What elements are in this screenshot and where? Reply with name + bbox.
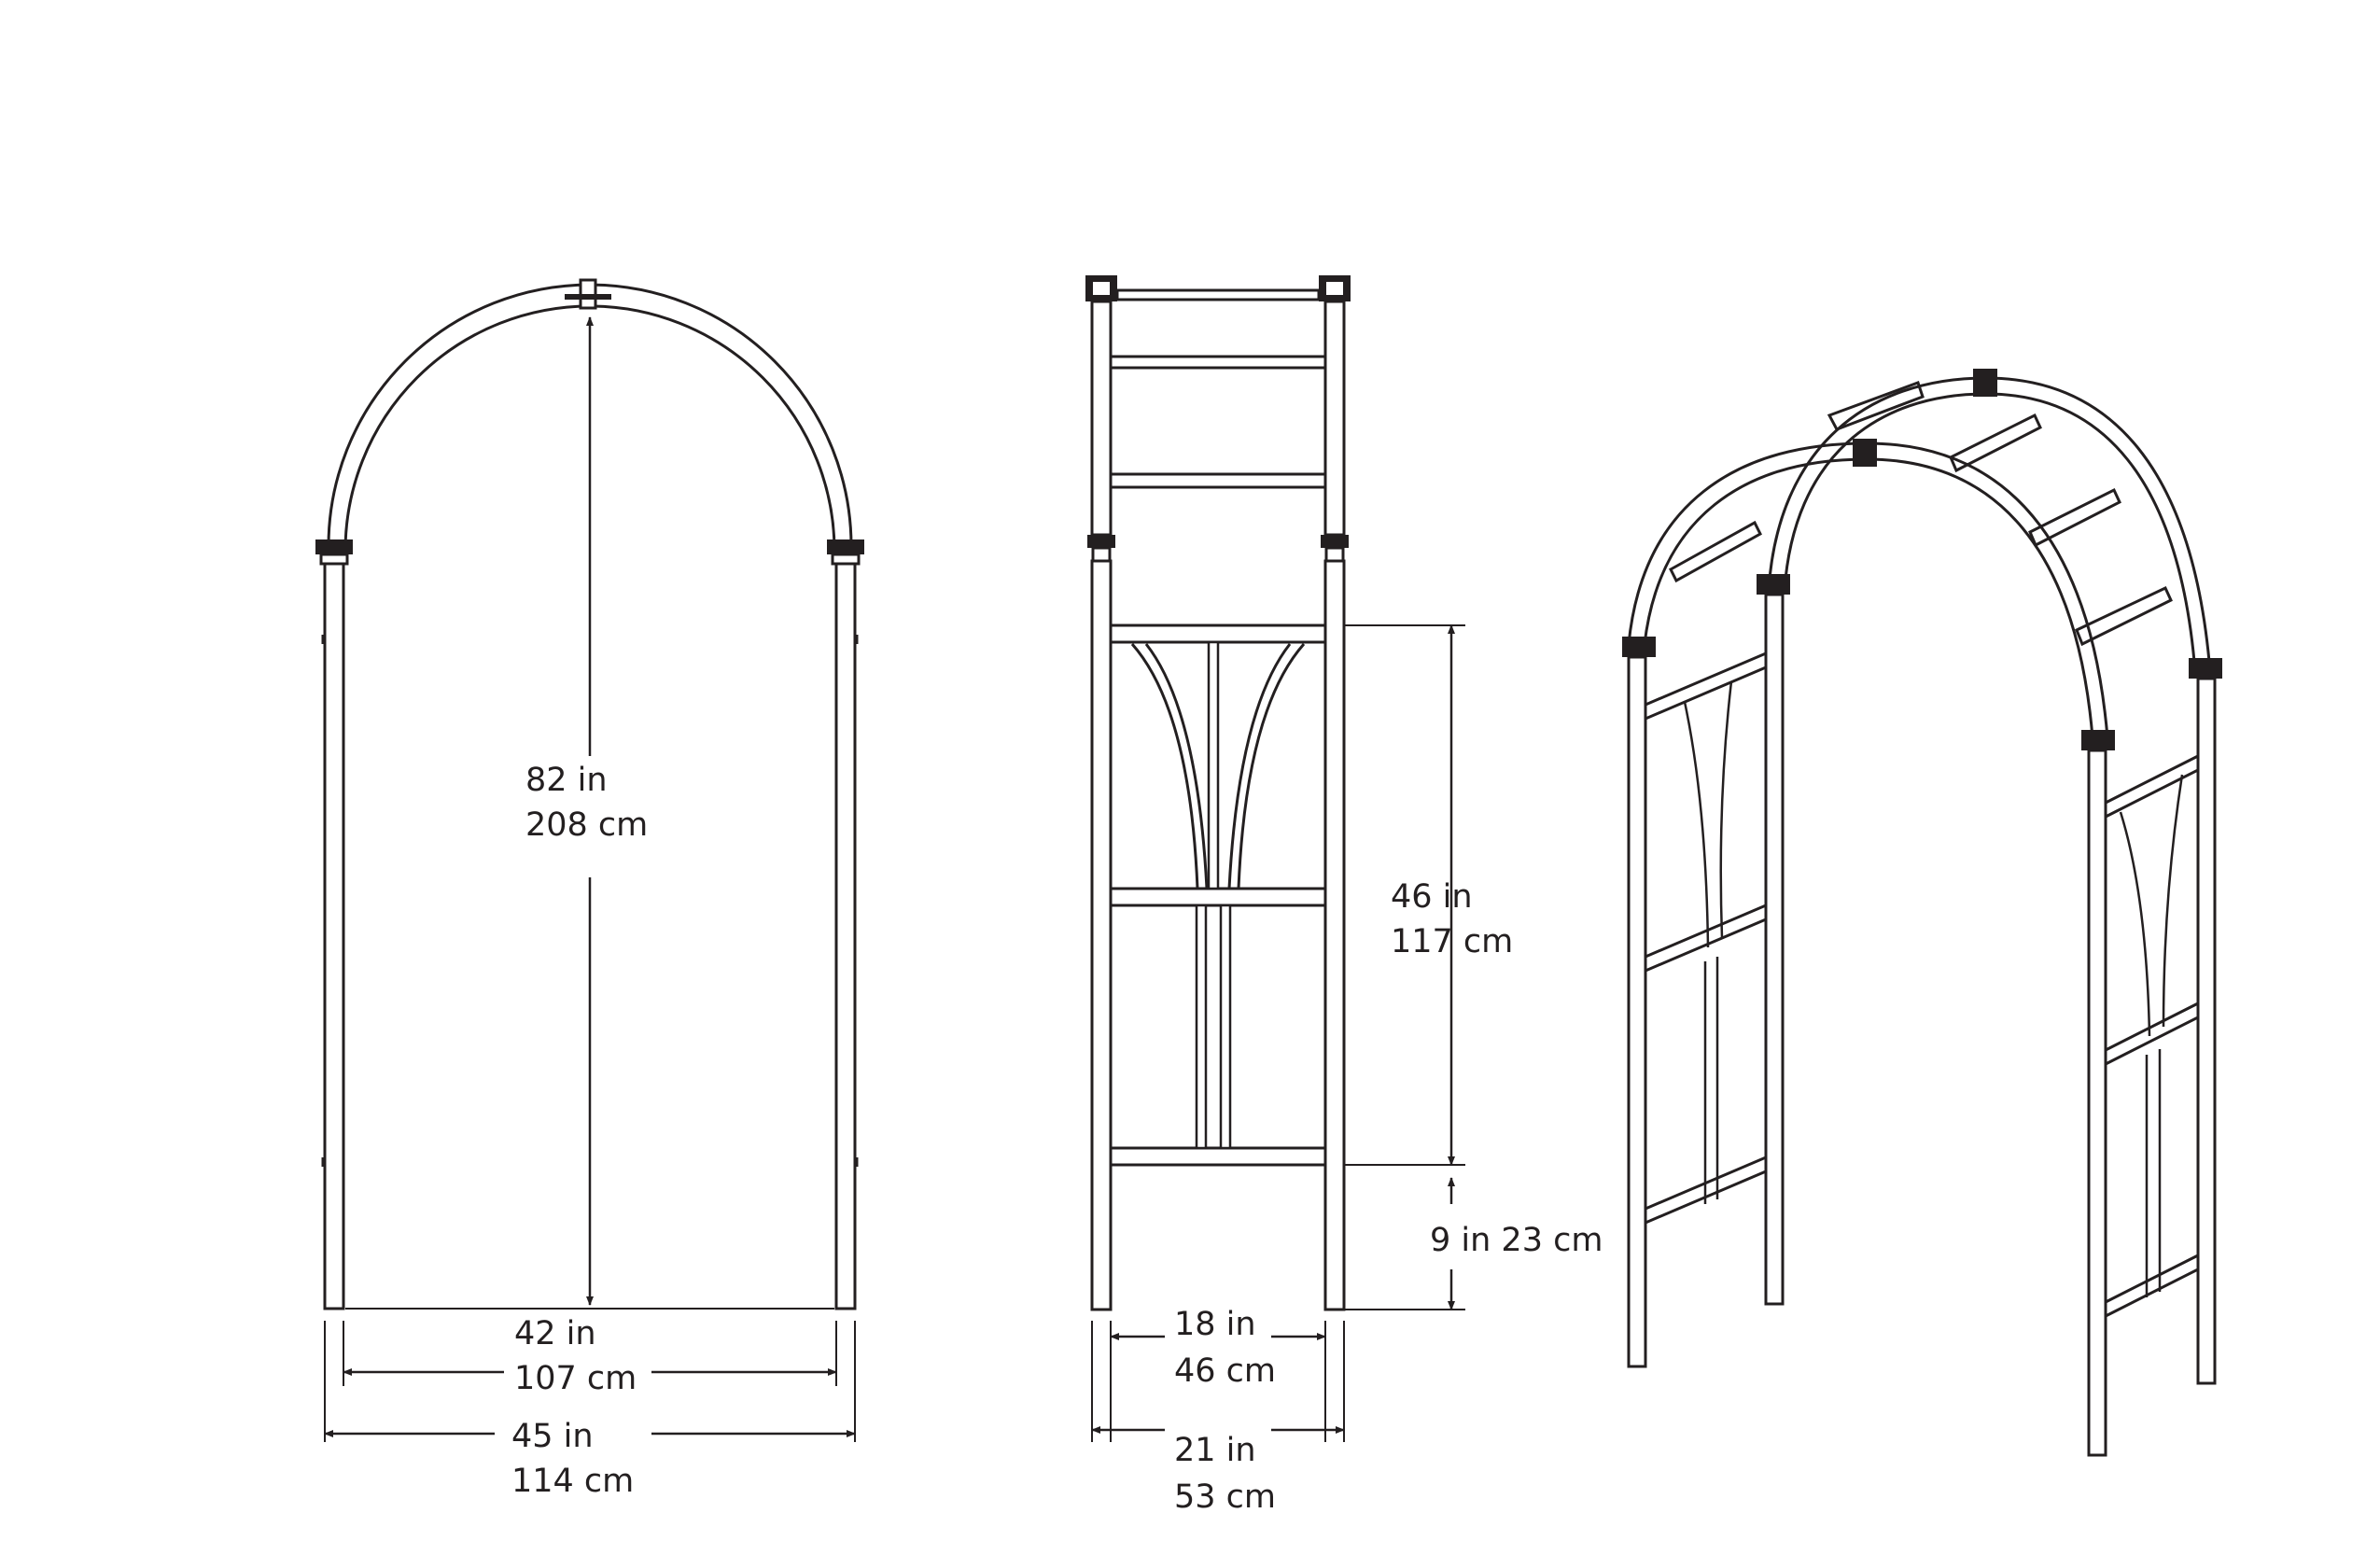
outer-depth-label-in: 21 in	[1174, 1432, 1256, 1469]
outer-depth-label-cm: 53 cm	[1174, 1478, 1276, 1516]
height-label-cm: 208 cm	[525, 806, 648, 844]
inner-depth-label-in: 18 in	[1174, 1306, 1256, 1343]
inner-width-label-in: 42 in	[514, 1315, 596, 1352]
ground-clearance-label: 9 in 23 cm	[1430, 1222, 1603, 1259]
outer-width-label-in: 45 in	[511, 1418, 594, 1455]
panel-height-label-cm: 117 cm	[1391, 923, 1513, 960]
side-view-arbor	[1085, 275, 1351, 1311]
panel-height-label-in: 46 in	[1391, 878, 1473, 916]
height-label-in: 82 in	[525, 762, 608, 799]
outer-width-label-cm: 114 cm	[511, 1463, 634, 1500]
inner-width-label-cm: 107 cm	[514, 1360, 637, 1397]
front-view-arbor	[315, 278, 864, 1310]
perspective-view-arbor	[1622, 369, 2222, 1457]
inner-depth-label-cm: 46 cm	[1174, 1352, 1276, 1390]
